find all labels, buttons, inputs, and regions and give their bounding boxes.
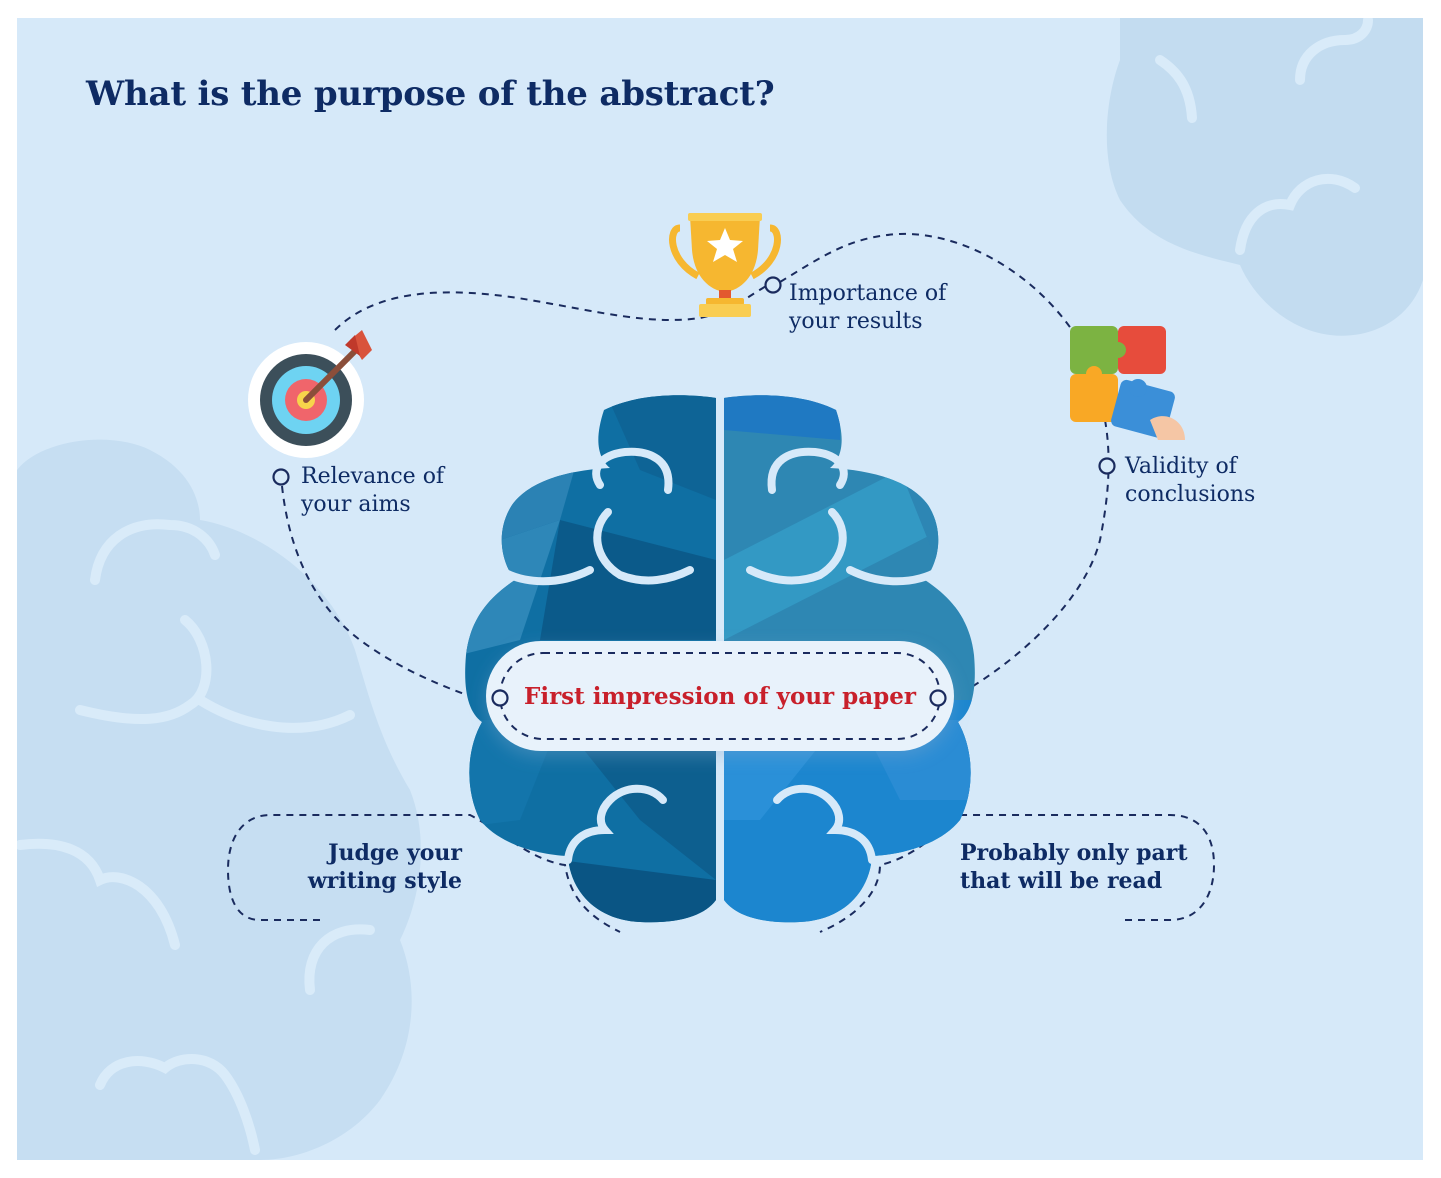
connector-style: [226, 814, 621, 933]
label-line: conclusions: [1125, 482, 1256, 507]
label-line: Importance of: [789, 281, 947, 306]
label-probably-only-part-read: Probably only part that will be read: [960, 839, 1188, 895]
background-decoration: [17, 18, 1423, 1160]
page-title: What is the purpose of the abstract?: [86, 74, 775, 114]
label-line: Judge your: [328, 840, 462, 866]
connector-results-conclusions: [779, 232, 1073, 331]
connector-nodes: [272, 276, 1116, 486]
label-line: Validity of: [1125, 454, 1237, 479]
center-pill: [486, 641, 954, 751]
connector-read: [819, 814, 1216, 933]
node-aims: [272, 468, 290, 486]
target-icon: [248, 330, 372, 458]
diagram-canvas: [17, 18, 1423, 1160]
label-line: your aims: [301, 492, 411, 517]
connector-conclusions-center: [954, 419, 1110, 698]
label-line: that will be read: [960, 868, 1163, 894]
label-validity-of-conclusions: Validity of conclusions: [1125, 453, 1255, 509]
connector-aims-center: [281, 485, 489, 703]
node-results: [764, 276, 782, 294]
node-conclusions: [1098, 457, 1116, 475]
label-line: writing style: [307, 868, 462, 894]
label-judge-writing-style: Judge your writing style: [267, 839, 462, 895]
label-importance-of-results: Importance of your results: [789, 280, 946, 336]
puzzle-icon: [1070, 326, 1185, 440]
connector-lines: [226, 232, 1216, 933]
label-line: Probably only part: [960, 840, 1188, 866]
label-relevance-of-aims: Relevance of your aims: [301, 463, 444, 519]
label-line: your results: [789, 309, 923, 334]
connector-aims-results: [334, 284, 769, 331]
infographic-panel: What is the purpose of the abstract? Rel…: [17, 18, 1423, 1160]
trophy-icon: [669, 213, 781, 317]
label-line: Relevance of: [301, 464, 445, 489]
center-label: First impression of your paper: [524, 682, 916, 710]
